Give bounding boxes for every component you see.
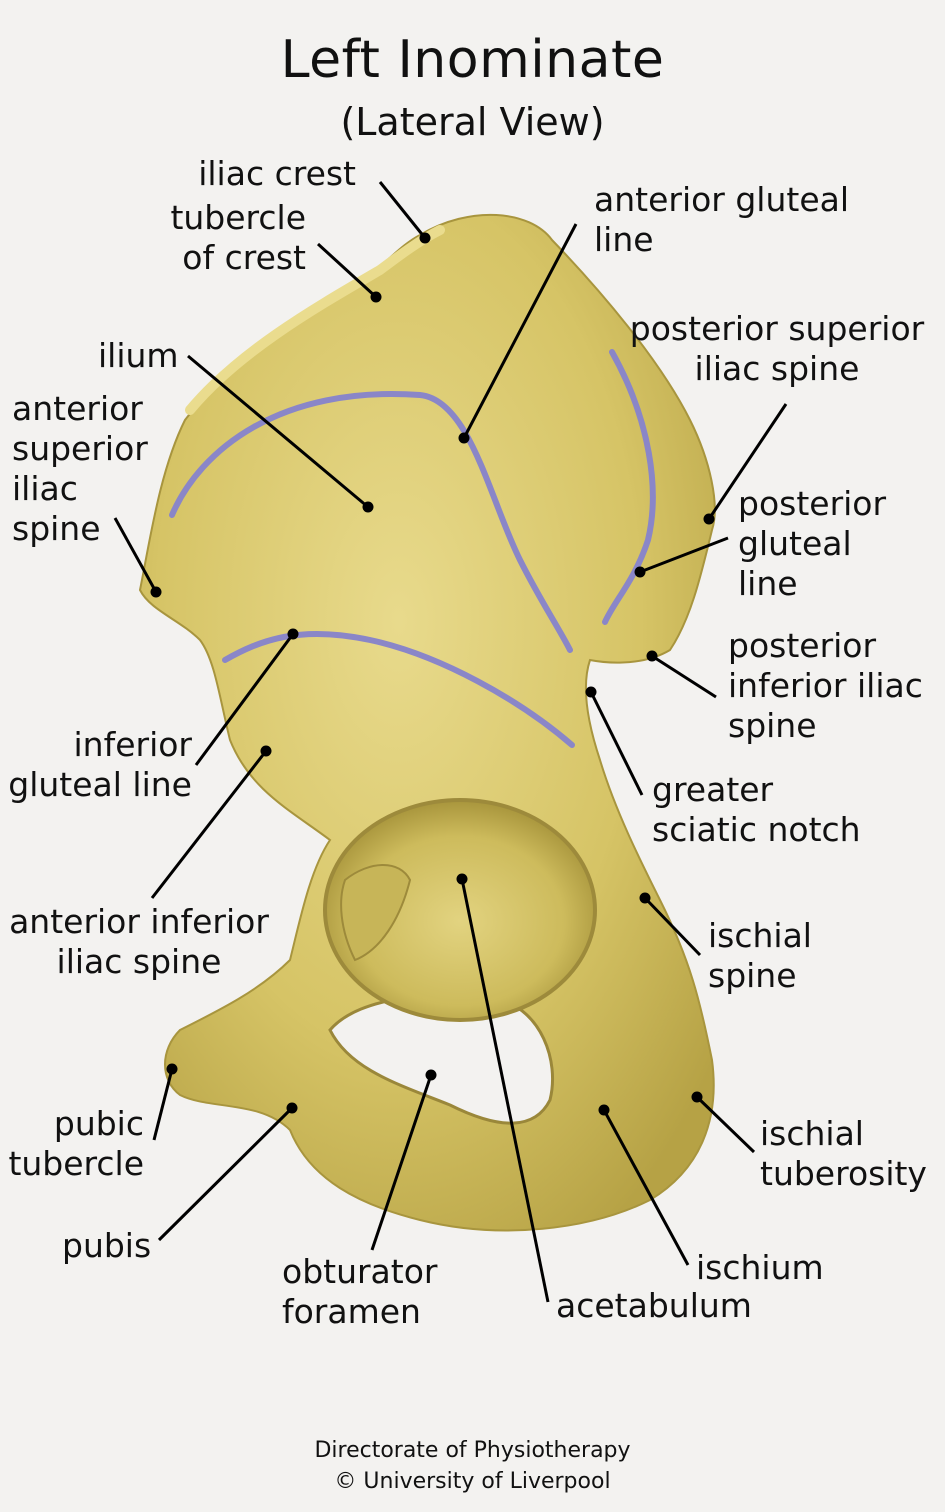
leader-ilium bbox=[187, 354, 369, 509]
acetabulum-socket bbox=[323, 798, 597, 1022]
label-posterior-superior-iliac-spine: posterior superior iliac spine bbox=[629, 309, 925, 388]
label-posterior-inferior-iliac-spine: posterior inferior iliac spine bbox=[728, 626, 923, 745]
leader-anterior-superior-iliac-spine bbox=[113, 517, 158, 593]
label-ischial-tuberosity: ischial tuberosity bbox=[760, 1114, 927, 1193]
leader-posterior-gluteal-line bbox=[639, 536, 729, 574]
label-ischial-spine: ischial spine bbox=[708, 916, 812, 995]
label-greater-sciatic-notch: greater sciatic notch bbox=[652, 770, 861, 849]
label-anterior-gluteal-line: anterior gluteal line bbox=[594, 180, 850, 259]
label-pubic-tubercle: pubic tubercle bbox=[8, 1104, 144, 1183]
leader-dots bbox=[150, 232, 715, 1116]
label-posterior-gluteal-line: posterior gluteal line bbox=[738, 484, 887, 603]
posterior-gluteal-line-trace bbox=[602, 349, 656, 625]
leader-pubic-tubercle bbox=[152, 1068, 174, 1141]
credit-line-2: © University of Liverpool bbox=[334, 1469, 611, 1494]
leader-anterior-gluteal-line bbox=[462, 223, 578, 439]
leader-inferior-gluteal-line bbox=[194, 633, 295, 766]
acetabular-notch bbox=[340, 864, 412, 962]
leader-pubis bbox=[157, 1106, 294, 1242]
leader-ischial-spine bbox=[643, 896, 702, 957]
leader-posterior-superior-iliac-spine bbox=[707, 403, 788, 520]
leader-obturator-foramen bbox=[370, 1074, 433, 1251]
diagram-title: Left Inominate bbox=[280, 30, 665, 90]
label-pubis: pubis bbox=[62, 1226, 152, 1265]
label-tubercle-of-crest: tubercle of crest bbox=[170, 198, 306, 277]
label-acetabulum: acetabulum bbox=[556, 1286, 752, 1325]
label-anterior-inferior-iliac-spine: anterior inferior iliac spine bbox=[9, 902, 269, 981]
iliac-crest-ridge bbox=[185, 225, 445, 415]
leader-ischial-tuberosity bbox=[695, 1095, 756, 1154]
leader-ischium bbox=[602, 1109, 690, 1266]
diagram-subtitle: (Lateral View) bbox=[340, 100, 605, 144]
anterior-gluteal-line-trace bbox=[169, 391, 573, 653]
leader-anterior-inferior-iliac-spine bbox=[150, 750, 268, 899]
label-ilium: ilium bbox=[98, 336, 179, 375]
label-obturator-foramen: obturator foramen bbox=[282, 1252, 438, 1331]
label-iliac-crest: iliac crest bbox=[198, 154, 356, 193]
credit-line-1: Directorate of Physiotherapy bbox=[314, 1438, 631, 1463]
inferior-gluteal-line-trace bbox=[222, 630, 575, 748]
leader-lines bbox=[113, 181, 788, 1303]
leader-greater-sciatic-notch bbox=[589, 691, 644, 796]
leader-acetabulum bbox=[460, 878, 550, 1303]
leader-tubercle-of-crest bbox=[316, 242, 378, 299]
inominate-bone bbox=[138, 213, 716, 1232]
label-inferior-gluteal-line: inferior gluteal line bbox=[8, 725, 192, 804]
leader-iliac-crest bbox=[378, 181, 427, 239]
label-ischium: ischium bbox=[696, 1248, 824, 1287]
leader-posterior-inferior-iliac-spine bbox=[651, 654, 717, 699]
label-anterior-superior-iliac-spine: anterior superior iliac spine bbox=[12, 389, 148, 548]
